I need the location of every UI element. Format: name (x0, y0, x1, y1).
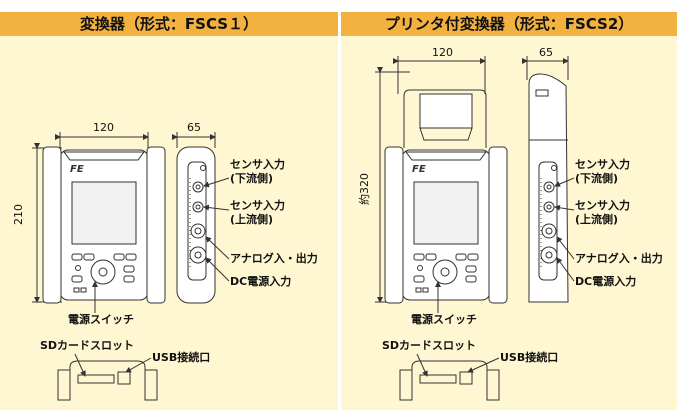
right-sensor-down-sub: (下流側) (575, 172, 619, 185)
right-sensor-down-label: センサ入力 (575, 158, 630, 171)
right-sd-slot-label: SDカードスロット (382, 339, 477, 352)
left-sensor-down-label: センサ入力 (230, 158, 285, 171)
right-title: プリンタ付変換器（形式：FSCS2） (341, 12, 677, 36)
right-dim-depth: 65 (539, 46, 553, 59)
left-title: 変換器（形式：FSCS１） (0, 12, 338, 36)
left-dc-power-label: DC電源入力 (230, 275, 292, 288)
left-dim-depth: 65 (187, 121, 201, 134)
left-sensor-up-sub: (上流側) (230, 213, 274, 226)
right-usb-port-label: USB接続口 (500, 351, 559, 364)
left-sd-slot-label: SDカードスロット (40, 339, 135, 352)
svg-text:FE: FE (70, 164, 84, 175)
right-sensor-up-sub: (上流側) (575, 213, 619, 226)
top-strip (0, 0, 677, 12)
left-sensor-down-sub: (下流側) (230, 172, 274, 185)
svg-text:FE: FE (412, 164, 426, 175)
left-power-switch-label: 電源スイッチ (68, 313, 134, 326)
left-dim-height: 210 (12, 204, 25, 225)
right-power-switch-label: 電源スイッチ (411, 313, 477, 326)
right-analog-io-label: アナログ入・出力 (575, 252, 663, 265)
right-sensor-up-label: センサ入力 (575, 199, 630, 212)
right-dim-height: 約320 (358, 173, 371, 205)
left-dim-width: 120 (93, 121, 114, 134)
right-dc-power-label: DC電源入力 (575, 275, 637, 288)
panel-divider (338, 12, 341, 410)
left-analog-io-label: アナログ入・出力 (230, 252, 318, 265)
left-usb-port-label: USB接続口 (152, 351, 211, 364)
right-dim-width: 120 (432, 46, 453, 59)
left-sensor-up-label: センサ入力 (230, 199, 285, 212)
